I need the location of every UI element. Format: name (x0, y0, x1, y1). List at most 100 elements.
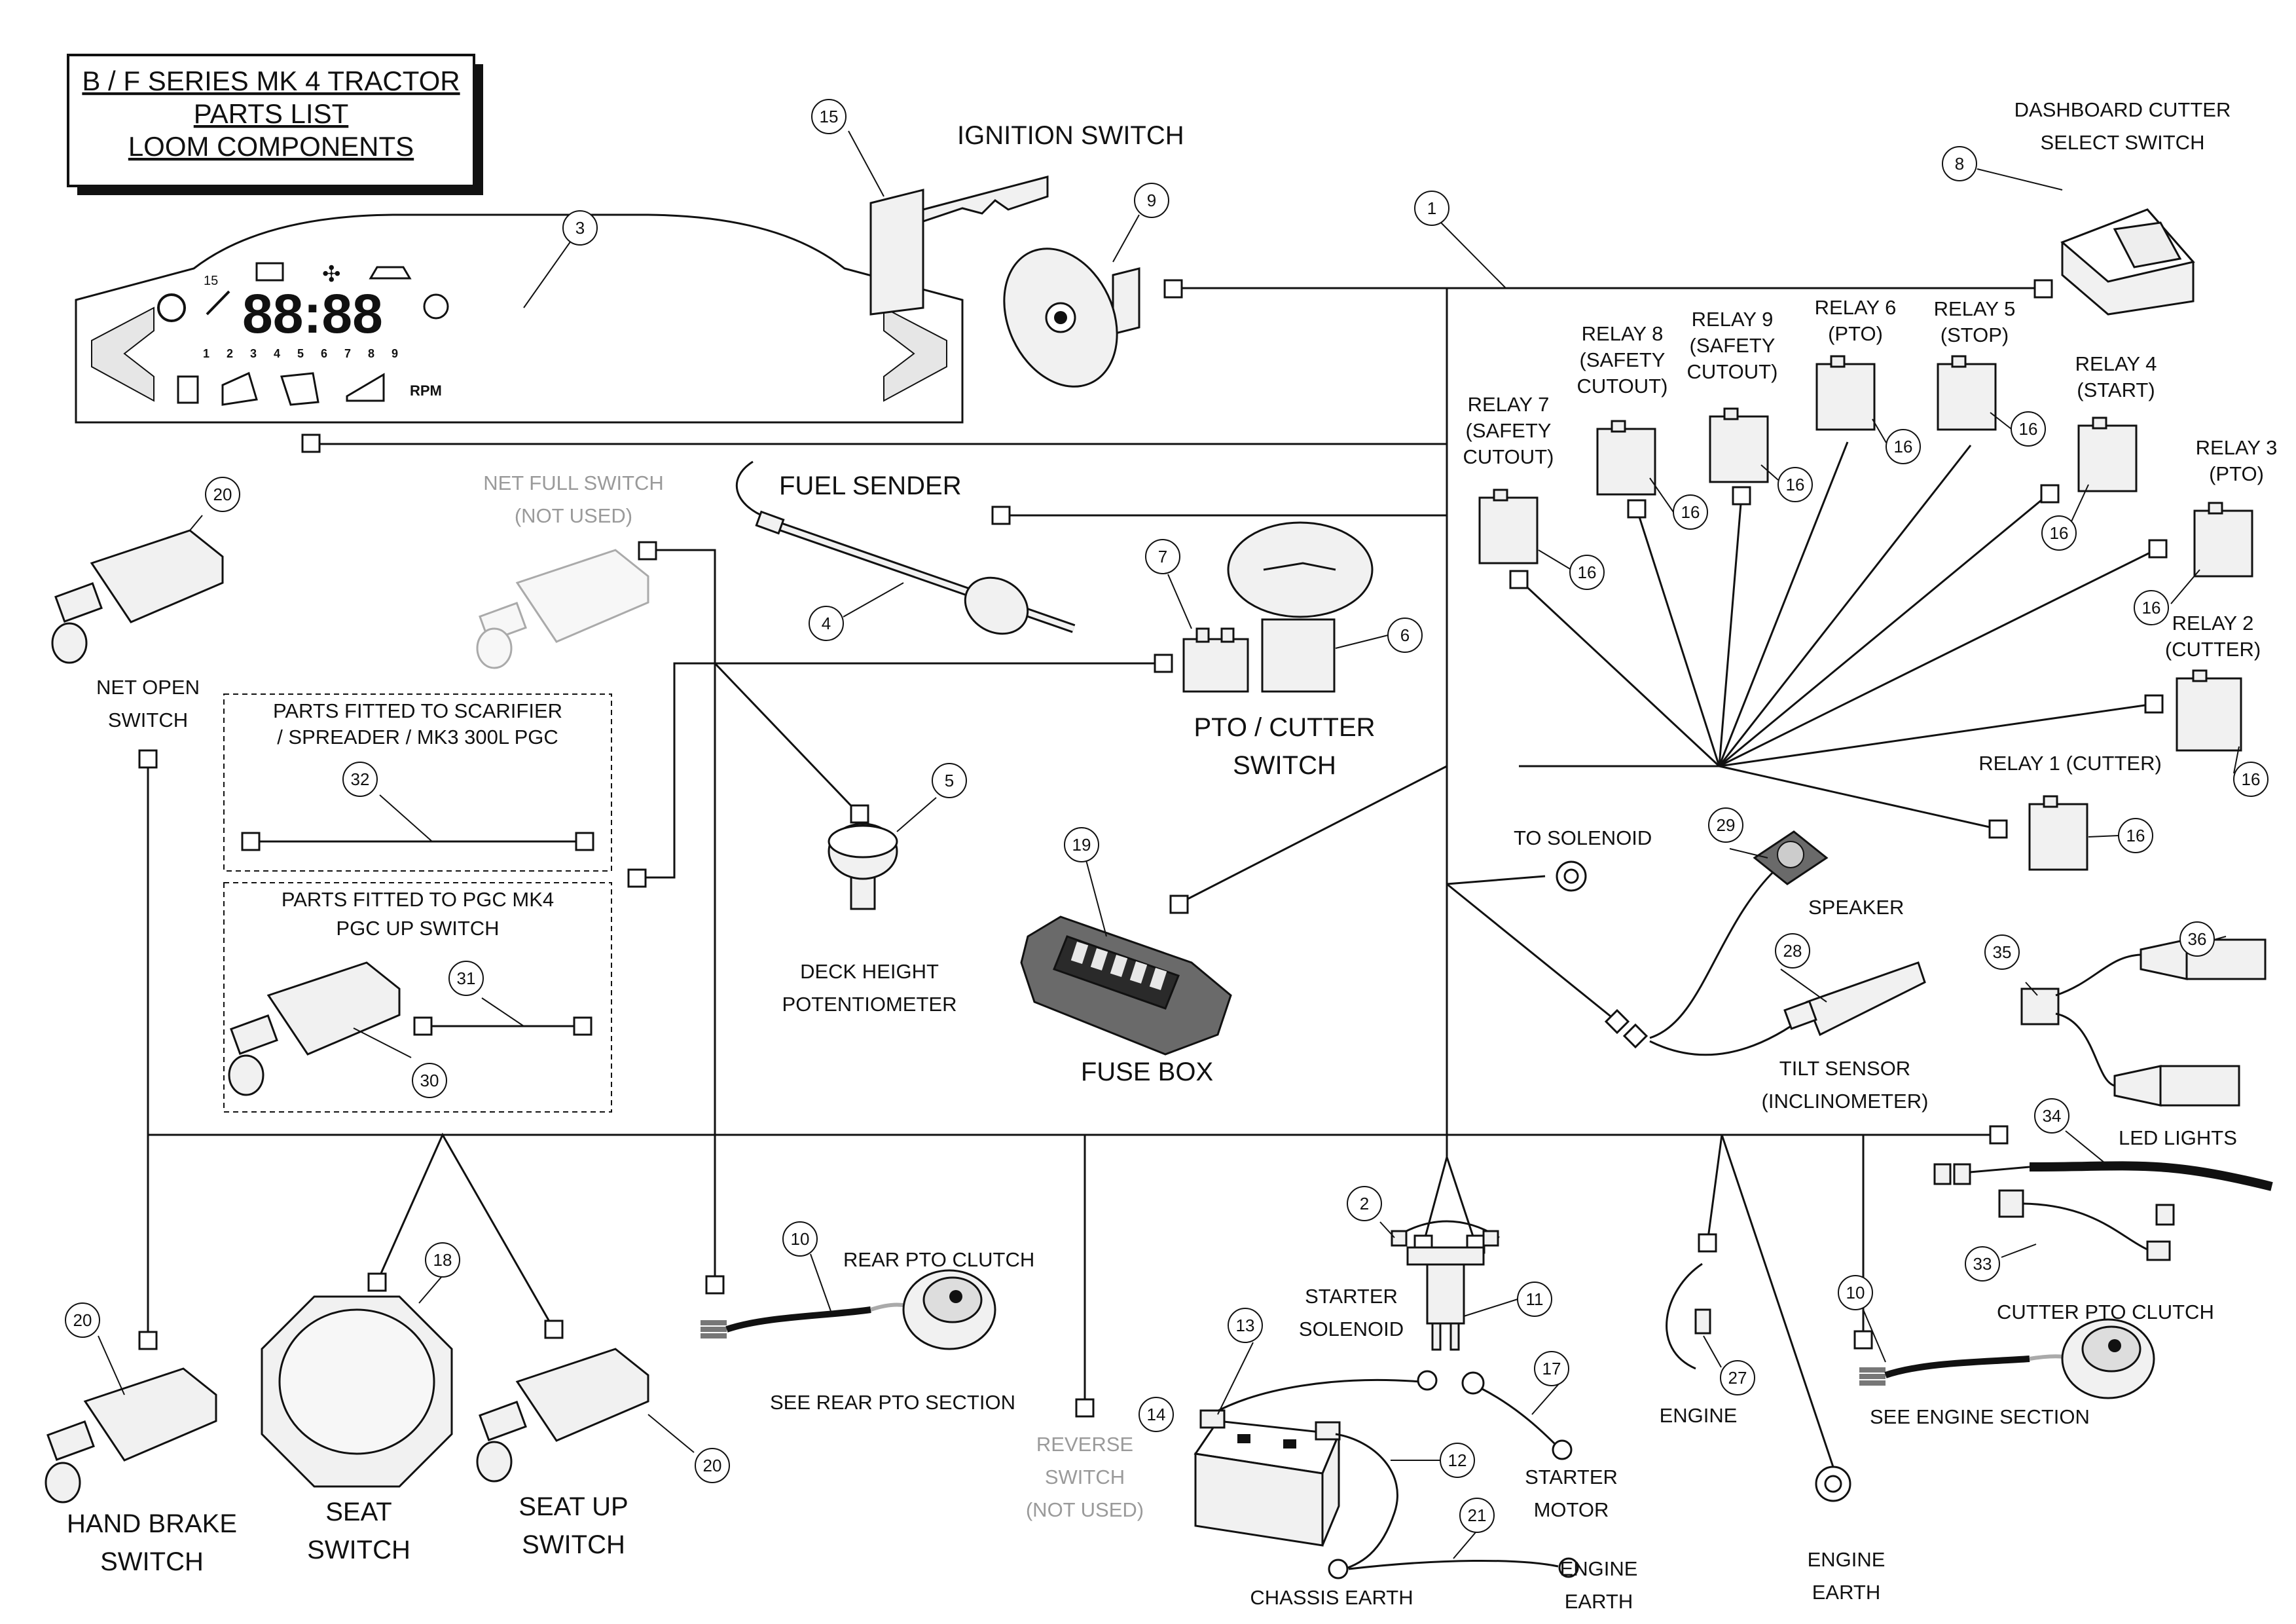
callout-33: 33 (1965, 1246, 2000, 1282)
reverse-label-3: (NOT USED) (1026, 1498, 1144, 1521)
relay-labels: RELAY 7 (SAFETY CUTOUT) RELAY 8 (SAFETY … (1463, 296, 2278, 775)
svg-text:20: 20 (73, 1310, 92, 1330)
svg-text:36: 36 (2188, 929, 2207, 949)
svg-text:11: 11 (1526, 1289, 1544, 1309)
callout-16-relay-3: 16 (2134, 590, 2169, 625)
svg-text:14: 14 (1147, 1405, 1166, 1424)
svg-text:30: 30 (420, 1071, 439, 1090)
relay-7-label-1: RELAY 7 (1468, 393, 1550, 416)
callout-17: 17 (1534, 1351, 1569, 1386)
reverse-label-1: REVERSE (1036, 1433, 1133, 1456)
led-strip (1933, 1161, 2273, 1191)
engine-sensor (1666, 1263, 1711, 1370)
relay-2-body (2176, 669, 2242, 752)
rear-pto-clutch (701, 1269, 996, 1350)
deck-up-icon (221, 371, 258, 406)
relay-8-label-3: CUTOUT) (1577, 375, 1668, 397)
net-full-label-2: (NOT USED) (515, 504, 632, 527)
chassis-earth-label: CHASSIS EARTH (1250, 1586, 1413, 1609)
relay-7-label-2: (SAFETY (1466, 419, 1552, 442)
net-full-label-1: NET FULL SWITCH (483, 471, 664, 494)
led-lights-label: LED LIGHTS (2119, 1126, 2237, 1149)
svg-text:2: 2 (1360, 1194, 1369, 1213)
headlight-icon (423, 293, 449, 320)
relay-1-label: RELAY 1 (CUTTER) (1978, 752, 2162, 775)
starter-solenoid (1391, 1220, 1500, 1351)
relay-5-body (1937, 355, 1997, 431)
scarifier-line-1: PARTS FITTED TO SCARIFIER (273, 699, 562, 722)
starter-solenoid-label-1: STARTER (1305, 1285, 1398, 1308)
svg-text:15: 15 (820, 107, 839, 126)
callout-21: 21 (1459, 1498, 1495, 1533)
ignition-switch-label: IGNITION SWITCH (957, 121, 1184, 150)
engine-label: ENGINE (1660, 1404, 1738, 1427)
callout-5: 5 (932, 763, 967, 798)
hand-brake-label-1: HAND BRAKE (67, 1509, 237, 1538)
engine-earth-terminal (1815, 1466, 1851, 1502)
svg-text:27: 27 (1728, 1368, 1747, 1388)
dashboard-cutter-select-switch (2060, 208, 2195, 316)
relay-9-label-1: RELAY 9 (1692, 308, 1774, 331)
svg-text:5: 5 (297, 347, 304, 360)
svg-text:8: 8 (1955, 154, 1964, 174)
cutter-pto-clutch (1859, 1318, 2155, 1399)
svg-text:31: 31 (457, 969, 476, 988)
pgc-line-1: PARTS FITTED TO PGC MK4 (282, 888, 554, 911)
fuse-box (1020, 915, 1232, 1056)
callout-28: 28 (1775, 933, 1810, 969)
battery-cables (1199, 1370, 1579, 1579)
callout-16-relay-5: 16 (2011, 411, 2046, 447)
svg-text:33: 33 (1973, 1254, 1992, 1274)
fan-icon: ✣ (322, 262, 341, 287)
title-block: B / F SERIES MK 4 TRACTOR PARTS LIST LOO… (67, 54, 483, 195)
callout-18: 18 (425, 1242, 460, 1278)
warning-icon (157, 293, 186, 322)
pto-cutter-label-1: PTO / CUTTER (1194, 713, 1375, 742)
deck-down-icon (280, 372, 319, 406)
svg-text:13: 13 (1236, 1316, 1255, 1335)
rpm-label: RPM (410, 382, 442, 399)
relay-3-body (2193, 502, 2253, 578)
callout-8: 8 (1942, 146, 1977, 181)
dashboard-cutter-label-1: DASHBOARD CUTTER (2014, 98, 2231, 121)
title-line-2: PARTS LIST (194, 98, 349, 129)
relay-4-body (2077, 416, 2138, 492)
callout-20-net-open: 20 (205, 477, 240, 512)
callout-29: 29 (1708, 807, 1743, 843)
svg-text:2: 2 (227, 347, 233, 360)
deck-height-label-2: POTENTIOMETER (782, 993, 957, 1016)
svg-text:9: 9 (1147, 191, 1156, 210)
battery (1194, 1420, 1341, 1547)
svg-text:4: 4 (274, 347, 280, 360)
callout-27: 27 (1720, 1360, 1755, 1395)
battery-icon (255, 262, 284, 282)
dashboard-cutter-label-2: SELECT SWITCH (2041, 131, 2205, 154)
wiring-harness (147, 287, 2159, 1467)
relay-7-body (1478, 489, 1539, 564)
relay-2-label-2: (CUTTER) (2165, 638, 2261, 661)
relay-6-body (1815, 355, 1876, 431)
seat-switch (261, 1295, 453, 1488)
callout-3: 3 (562, 210, 598, 246)
svg-text:16: 16 (2126, 826, 2145, 845)
relay-fan (1518, 441, 2159, 830)
svg-text:16: 16 (2242, 769, 2261, 789)
tilt-sensor (1783, 961, 1926, 1037)
cutter-pto-label: CUTTER PTO CLUTCH (1997, 1301, 2214, 1323)
deck-height-potentiometer (828, 822, 898, 910)
starter-motor-label-1: STARTER (1525, 1466, 1618, 1488)
svg-text:16: 16 (2019, 419, 2038, 439)
svg-text:16: 16 (2050, 523, 2069, 543)
pgc-up-switch (228, 961, 401, 1096)
net-full-switch (476, 549, 649, 669)
callout-19: 19 (1064, 827, 1099, 862)
fuel-icon (177, 375, 199, 404)
starter-motor-label-2: MOTOR (1534, 1498, 1609, 1521)
svg-text:29: 29 (1717, 815, 1736, 835)
relay-3-label-1: RELAY 3 (2196, 436, 2278, 459)
component-labels: IGNITION SWITCH DASHBOARD CUTTER SELECT … (67, 98, 2237, 1613)
relay-9-label-2: (SAFETY (1690, 334, 1776, 357)
svg-text:18: 18 (433, 1250, 452, 1270)
seat-label-1: SEAT (325, 1498, 392, 1526)
